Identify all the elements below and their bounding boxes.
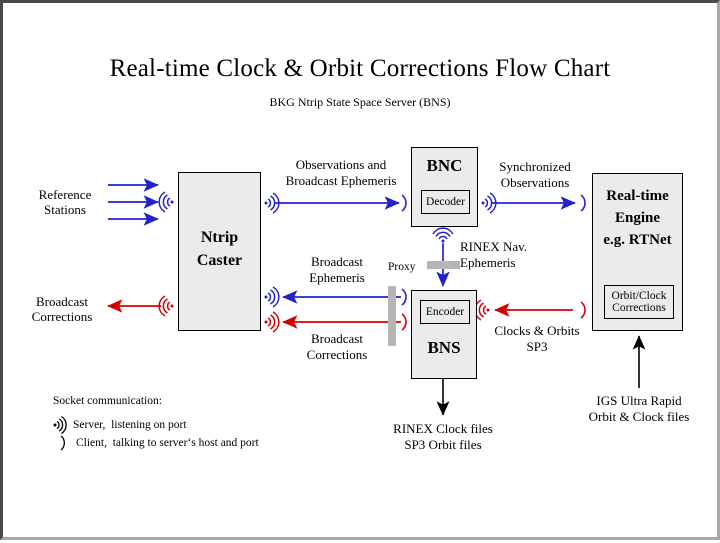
page-subtitle: BKG Ntrip State Space Server (BNS) [269,95,451,109]
label-broadcast-corrections-left-line1: Broadcast [36,294,88,309]
socket-client-icon [401,313,407,331]
label-reference-stations-line1: Reference [38,187,92,202]
label-broadcast-ephemeris-line2: Ephemeris [309,270,365,285]
socket-client-icon [401,288,407,306]
legend-server-text: Server, listening on port [73,419,187,431]
rt-engine-label-line1: Real-time [606,188,669,204]
ntrip-caster-label-line2: Caster [196,252,243,269]
proxy-bar-vertical [388,286,396,346]
socket-server-icon [158,191,174,213]
label-rinex-nav-line1: RINEX Nav. [460,239,528,254]
socket-client-icon [580,301,586,319]
socket-client-icon [60,435,65,451]
label-clocks-orbits-line2: SP3 [526,339,548,354]
bnc-label: BNC [426,156,463,175]
page-title: Real-time Clock & Orbit Corrections Flow… [109,55,611,82]
label-broadcast-corrections-mid-line2: Corrections [306,347,368,362]
label-igs-line1: IGS Ultra Rapid [596,393,682,408]
box-ntrip-caster[interactable]: Ntrip Caster [178,172,261,331]
proxy-bar-horizontal [427,261,460,269]
label-synchronized-line2: Observations [500,175,570,190]
bns-label: BNS [427,338,461,357]
bnc-decoder[interactable]: Decoder [421,190,470,214]
rt-engine-label-line2: Engine [614,210,660,226]
socket-server-icon [264,286,280,308]
label-rinex-clock-files-line2: SP3 Orbit files [404,437,482,452]
rt-engine-orbit-clock-corrections[interactable]: Orbit/Clock Corrections [604,285,674,319]
socket-server-icon [264,311,280,333]
label-broadcast-ephemeris-line1: Broadcast [311,254,363,269]
diagram-canvas [107,178,646,416]
socket-client-icon [401,194,407,212]
label-synchronized-line1: Synchronized [499,159,571,174]
label-proxy: Proxy [388,261,416,273]
bns-encoder[interactable]: Encoder [420,300,470,324]
label-igs-line2: Orbit & Clock files [588,409,690,424]
orbit-clock-line2: Corrections [612,302,666,314]
label-rinex-clock-files-line1: RINEX Clock files [393,421,493,436]
orbit-clock-line1: Orbit/Clock [611,289,667,302]
legend-heading: Socket communication: [53,395,162,407]
label-observations-line2: Broadcast Ephemeris [285,173,397,188]
label-observations-line1: Observations and [295,157,387,172]
legend-client-text: Client, talking to server‘s host and por… [76,437,259,449]
socket-client-icon [580,194,586,212]
box-rt-engine[interactable]: Real-time Engine e.g. RTNet Orbit/Clock … [592,173,683,331]
socket-server-icon [481,192,497,214]
socket-server-icon [158,295,174,317]
arrow-reference-stations [108,178,159,226]
label-broadcast-corrections-left-line2: Corrections [31,309,93,324]
label-clocks-orbits-line1: Clocks & Orbits [494,323,580,338]
box-bnc[interactable]: BNC Decoder [411,147,478,227]
label-reference-stations-line2: Stations [44,202,86,217]
socket-server-icon [474,299,490,321]
socket-server-icon [432,227,454,243]
socket-server-icon [264,192,280,214]
rt-engine-label-line3: e.g. RTNet [603,232,672,248]
label-broadcast-corrections-mid-line1: Broadcast [311,331,363,346]
box-bns[interactable]: Encoder BNS [411,290,477,379]
label-rinex-nav-line2: Ephemeris [460,255,516,270]
socket-server-icon [53,415,67,435]
ntrip-caster-label-line1: Ntrip [200,229,239,246]
